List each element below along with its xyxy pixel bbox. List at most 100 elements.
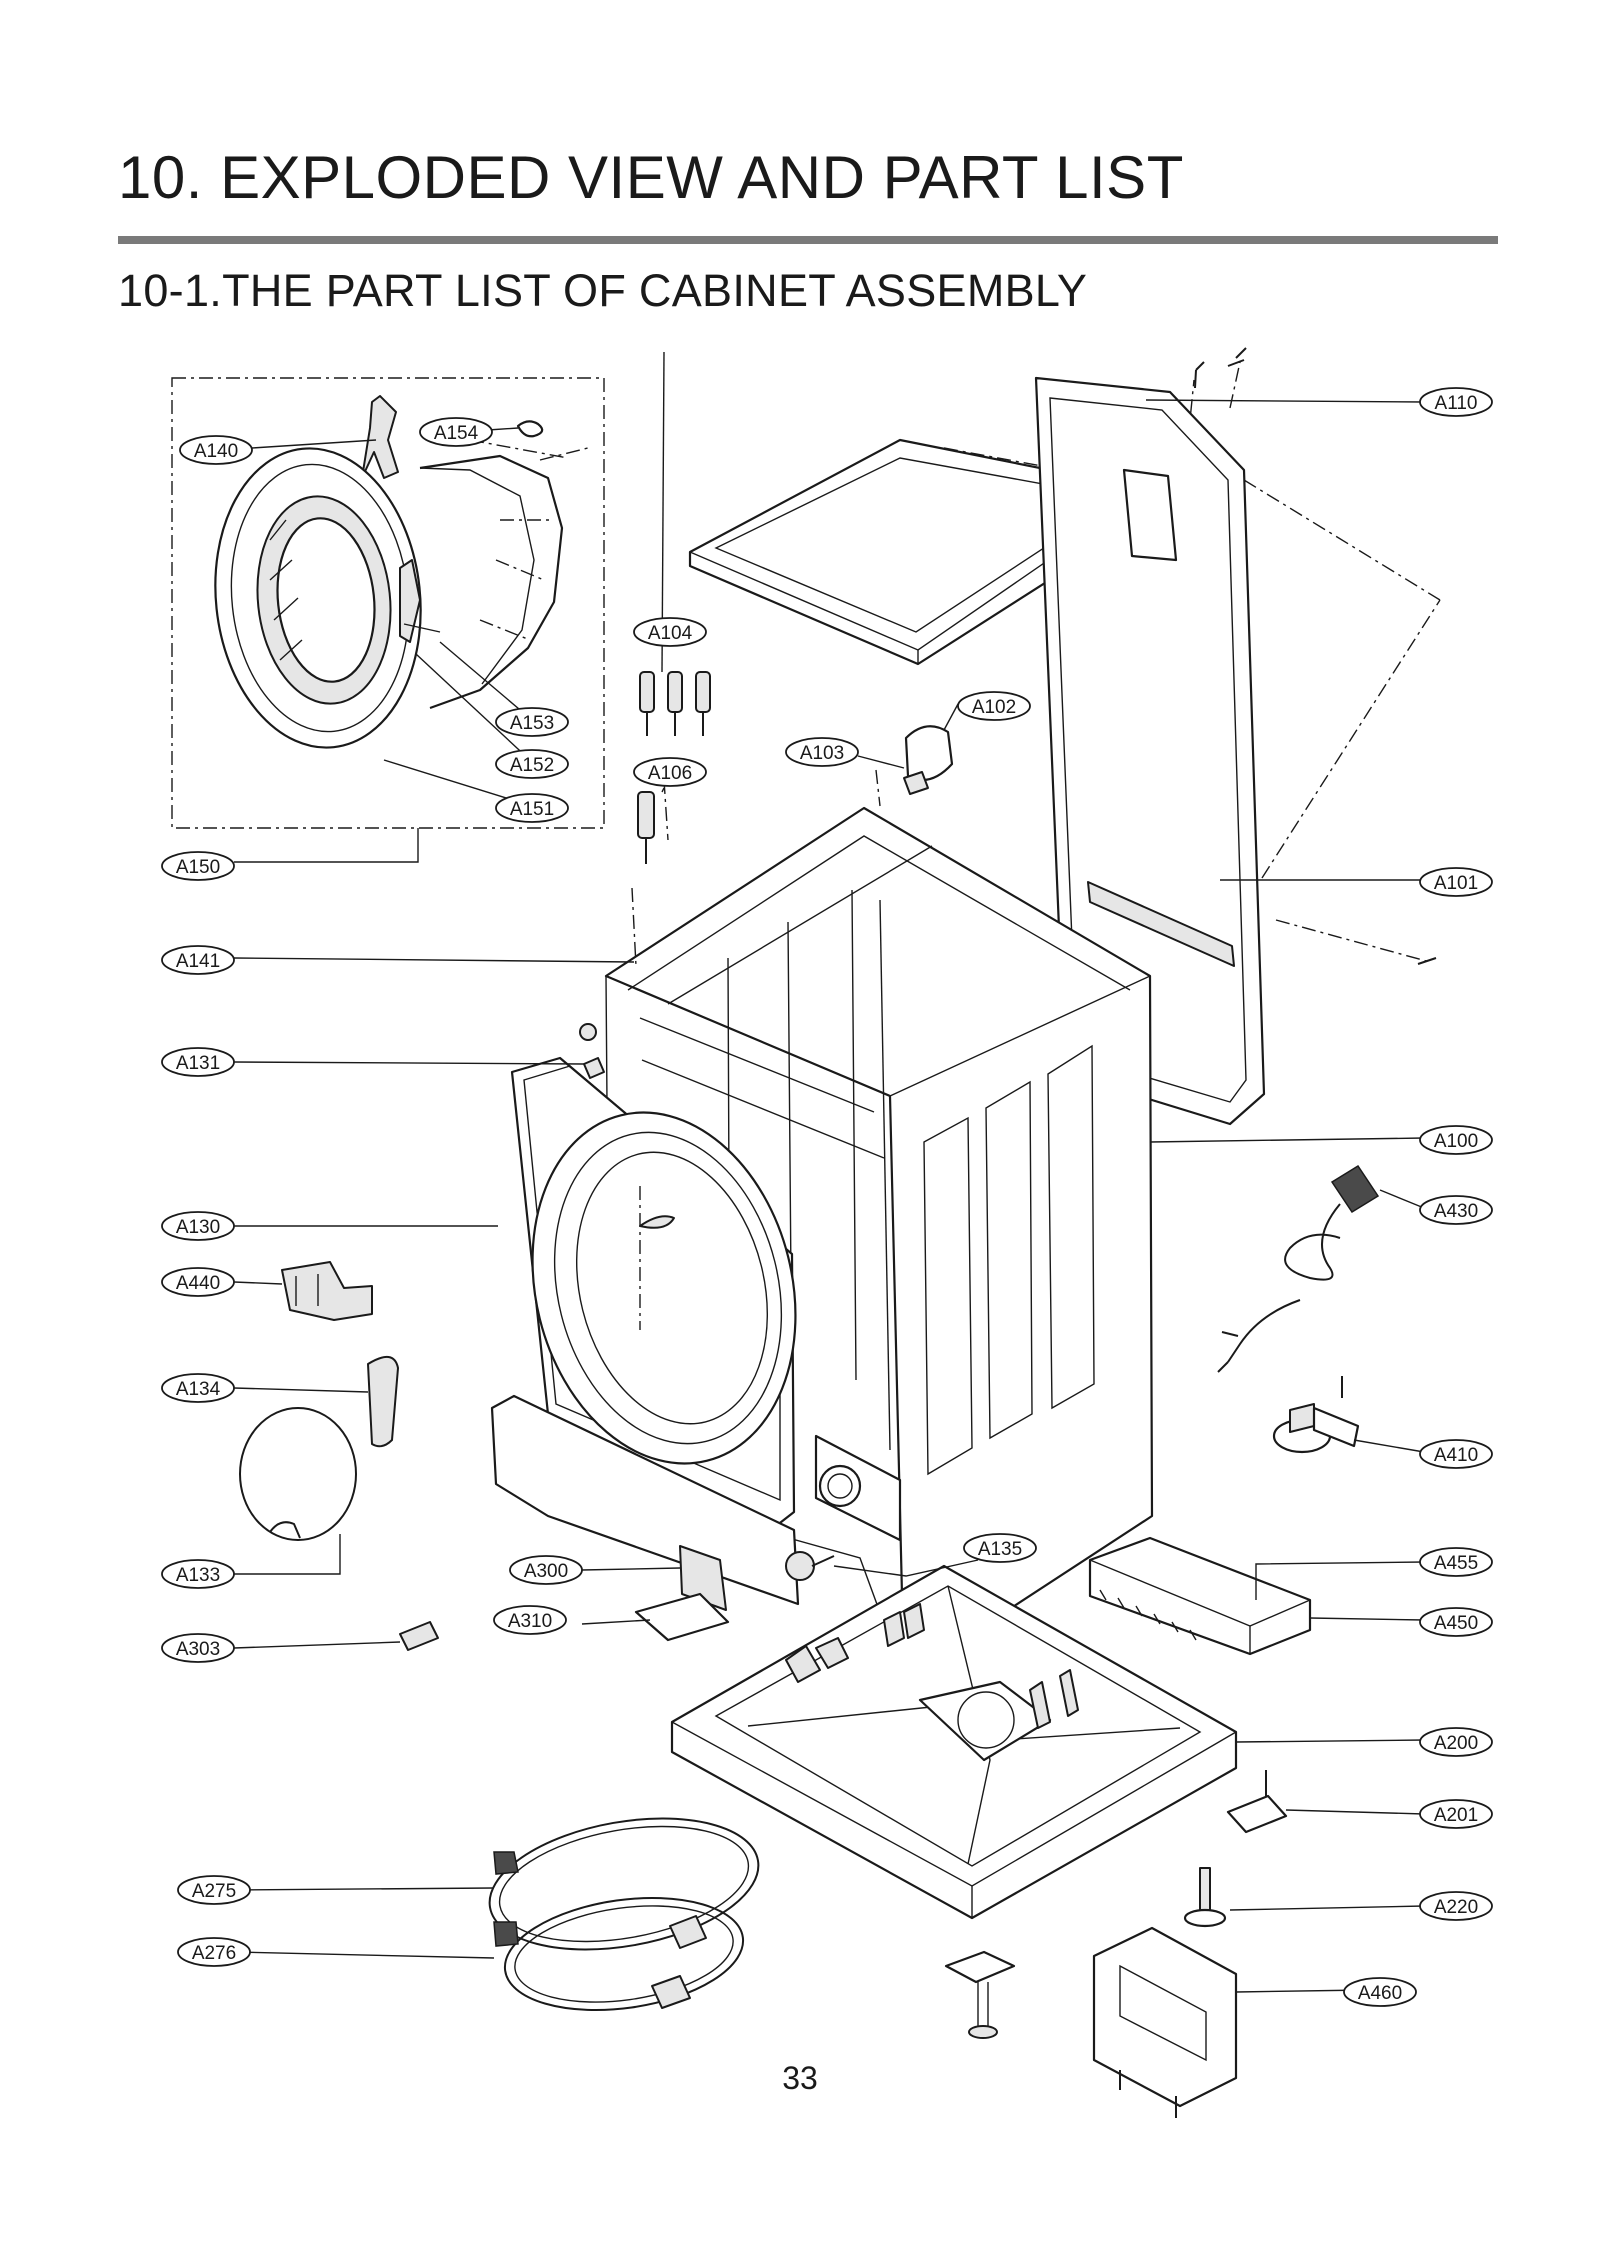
callout-a151: A151 — [495, 793, 569, 823]
callout-a152: A152 — [495, 749, 569, 779]
callout-a460-label: A460 — [1358, 1983, 1402, 2004]
page-title: 10. EXPLODED VIEW AND PART LIST — [118, 144, 1184, 211]
callout-a133-label: A133 — [176, 1565, 220, 1586]
door-assembly-frame — [171, 377, 605, 829]
title-divider — [118, 236, 1498, 244]
callout-a135-label: A135 — [978, 1539, 1022, 1560]
callout-a140: A140 — [179, 435, 253, 465]
callout-a300-label: A300 — [524, 1561, 568, 1582]
callout-a101: A101 — [1419, 867, 1493, 897]
leveling-foot-part — [1183, 1867, 1227, 1928]
callout-a100-label: A100 — [1434, 1131, 1478, 1152]
callout-a130-label: A130 — [176, 1217, 220, 1238]
detergent-inlet-part — [903, 725, 954, 795]
lamp-part — [399, 1621, 439, 1651]
callout-a101-label: A101 — [1434, 873, 1478, 894]
callout-a106: A106 — [633, 757, 707, 787]
callout-a133: A133 — [161, 1559, 235, 1589]
callout-a310-label: A310 — [508, 1611, 552, 1632]
callout-a275-label: A275 — [192, 1881, 236, 1902]
cabinet-part — [604, 806, 1154, 1680]
callout-a102-label: A102 — [972, 697, 1016, 718]
callout-a135: A135 — [963, 1533, 1037, 1563]
callout-a303: A303 — [161, 1633, 235, 1663]
base-frame-part — [670, 1564, 1238, 1920]
callout-a430-label: A430 — [1434, 1201, 1478, 1222]
front-panel-part — [510, 1056, 797, 1528]
pressure-switch-part — [1272, 1376, 1360, 1454]
callout-a153: A153 — [495, 707, 569, 737]
callout-a450: A450 — [1419, 1607, 1493, 1637]
callout-a200: A200 — [1419, 1727, 1493, 1757]
callout-a152-label: A152 — [510, 755, 554, 776]
callout-a110-label: A110 — [1435, 393, 1478, 414]
callout-a106-label: A106 — [648, 763, 692, 784]
callout-a102: A102 — [957, 691, 1031, 721]
callout-a201-label: A201 — [1434, 1805, 1478, 1826]
callout-a140-label: A140 — [194, 441, 238, 462]
pcb-bracket-part — [1092, 1926, 1238, 2118]
callout-a440: A440 — [161, 1267, 235, 1297]
callout-a410-label: A410 — [1434, 1445, 1478, 1466]
top-screw-part — [1194, 361, 1205, 389]
callout-a153-label: A153 — [510, 713, 554, 734]
callout-a131: A131 — [161, 1047, 235, 1077]
valve-single-part — [637, 791, 655, 864]
callout-a134-label: A134 — [176, 1379, 221, 1400]
callout-a150-label: A150 — [176, 857, 220, 878]
hook-part — [516, 420, 544, 438]
callout-a104-label: A104 — [648, 623, 693, 644]
callout-a276-label: A276 — [192, 1943, 236, 1964]
callout-a300: A300 — [509, 1555, 583, 1585]
callout-a440-label: A440 — [176, 1273, 220, 1294]
door-part — [214, 447, 564, 749]
callout-a455: A455 — [1419, 1547, 1493, 1577]
callout-a201: A201 — [1419, 1799, 1493, 1829]
lock-cover-part — [367, 1356, 399, 1448]
hinge-screw-part — [583, 1057, 605, 1079]
callout-a310: A310 — [493, 1605, 567, 1635]
callout-a200-label: A200 — [1434, 1733, 1478, 1754]
callout-a455-label: A455 — [1434, 1553, 1478, 1574]
inlet-hose-2-part — [493, 1896, 745, 2012]
callout-a460: A460 — [1343, 1977, 1417, 2007]
callout-a141-label: A141 — [176, 951, 220, 972]
nut-part — [579, 1023, 597, 1041]
valve-part — [639, 671, 711, 736]
callout-a100: A100 — [1419, 1125, 1493, 1155]
foot-bracket-part — [1226, 1770, 1288, 1834]
inlet-hose-part — [488, 1817, 760, 1951]
rear-screw-part — [1227, 347, 1247, 367]
callout-a110: A110 — [1419, 387, 1493, 417]
callout-a130: A130 — [161, 1211, 235, 1241]
callout-a103: A103 — [785, 737, 859, 767]
door-lock-part — [281, 1261, 373, 1321]
power-cord-part — [1217, 1164, 1380, 1373]
callout-a154-label: A154 — [434, 423, 479, 444]
callout-a150: A150 — [161, 851, 235, 881]
page-number: 33 — [782, 2060, 818, 2096]
callout-a154: A154 — [419, 417, 493, 447]
rear-panel-part — [1034, 376, 1266, 1126]
callout-a151-label: A151 — [510, 799, 554, 820]
callout-a131-label: A131 — [176, 1053, 220, 1074]
bearing-part — [785, 1551, 835, 1581]
callout-a430: A430 — [1419, 1195, 1493, 1225]
callout-a410: A410 — [1419, 1439, 1493, 1469]
callout-a275: A275 — [177, 1875, 251, 1905]
center-foot-part — [944, 1950, 1016, 2039]
callout-a450-label: A450 — [1434, 1613, 1478, 1634]
pcb-case-part — [1088, 1536, 1312, 1656]
callout-a141: A141 — [161, 945, 235, 975]
hinge-bracket-part — [361, 395, 399, 479]
callout-a220-label: A220 — [1434, 1897, 1478, 1918]
callout-a276: A276 — [177, 1937, 251, 1967]
callout-a103-label: A103 — [800, 743, 844, 764]
lower-cover-part — [490, 1394, 800, 1642]
callout-a134: A134 — [161, 1373, 235, 1403]
callout-a104: A104 — [633, 617, 707, 647]
callout-a220: A220 — [1419, 1891, 1493, 1921]
section-title: 10-1.THE PART LIST OF CABINET ASSEMBLY — [118, 265, 1088, 316]
spring-ring-part — [239, 1407, 357, 1541]
